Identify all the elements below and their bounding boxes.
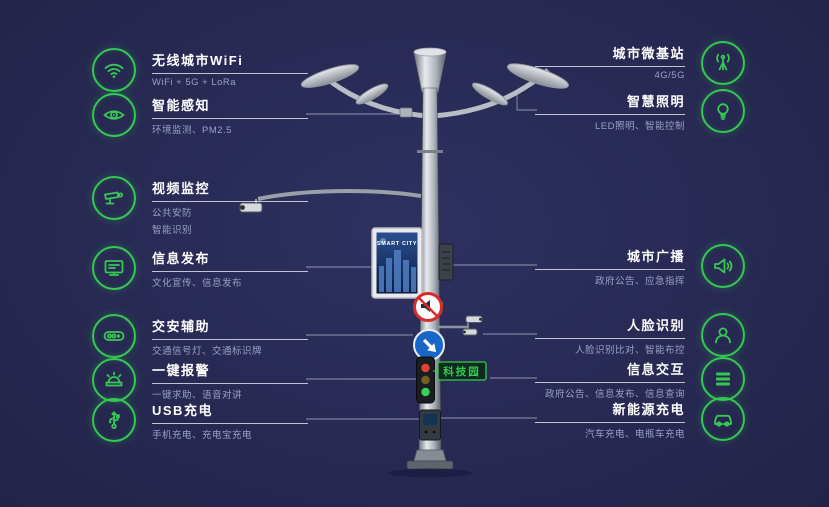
feature-texts: 智能感知环境监测、PM2.5	[152, 95, 308, 136]
tech-park-tag: 科技园	[433, 361, 487, 381]
bulb-icon	[701, 89, 745, 133]
ev-car-icon	[701, 397, 745, 441]
antenna-icon	[701, 41, 745, 85]
screen-title: SMART CITY	[377, 241, 417, 247]
feature-micro-base-station: 城市微基站 4G/5G	[535, 41, 745, 85]
feature-smart-lighting: 智慧照明 LED照明、智能控制	[535, 89, 745, 133]
feature-usb-charging: USB充电手机充电、充电宝充电	[92, 398, 308, 442]
sensor-icon	[92, 93, 136, 137]
cctv-camera	[239, 189, 422, 213]
feature-title: 城市微基站	[535, 43, 685, 67]
feature-subtitle: LED照明、智能控制	[595, 121, 685, 132]
feature-city-broadcast: 城市广播政府公告、应急指挥	[535, 244, 745, 288]
feature-texts: 视频监控公共安防智能识别	[152, 178, 308, 236]
feature-subtitle: 政府公告、信息发布、信息查询	[544, 389, 685, 400]
feature-subtitle-line2: 智能识别	[152, 225, 193, 236]
feature-texts: 城市广播政府公告、应急指挥	[535, 246, 685, 287]
feature-texts: 信息交互政府公告、信息发布、信息查询	[535, 359, 685, 400]
feature-title: 一键报警	[152, 360, 308, 384]
feature-traffic-safety-assist: 交安辅助交通信号灯、交通标识牌	[92, 314, 308, 358]
wifi-icon	[92, 48, 136, 92]
connector-lines	[306, 92, 537, 420]
info-exchange-icon	[701, 357, 745, 401]
feature-texts: 新能源充电汽车充电、电瓶车充电	[535, 399, 685, 440]
info-screen: SMART CITY	[371, 227, 423, 299]
tag-label: 科技园	[443, 365, 481, 378]
feature-texts: 城市微基站 4G/5G	[535, 43, 685, 81]
no-horn-sign	[413, 292, 443, 322]
feature-info-publish: 信息发布文化宣传、信息发布	[92, 246, 308, 290]
feature-face-recognition: 人脸识别人脸识别比对、智能布控	[535, 313, 745, 357]
feature-texts: 交安辅助交通信号灯、交通标识牌	[152, 316, 308, 357]
feature-texts: 人脸识别人脸识别比对、智能布控	[535, 315, 685, 356]
cctv-icon	[92, 176, 136, 220]
feature-title: 新能源充电	[535, 399, 685, 423]
feature-subtitle: WiFi + 5G + LoRa	[152, 77, 237, 88]
usb-charging-panel	[419, 409, 441, 441]
feature-subtitle: 4G/5G	[654, 70, 685, 81]
direction-arrow-sign	[413, 329, 445, 361]
feature-title: 交安辅助	[152, 316, 308, 340]
feature-texts: 一键报警一键求助、语音对讲	[152, 360, 308, 401]
display-icon	[92, 246, 136, 290]
feature-info-interaction: 信息交互政府公告、信息发布、信息查询	[535, 357, 745, 401]
top-luminaire	[413, 47, 447, 93]
feature-subtitle: 交通信号灯、交通标识牌	[152, 346, 263, 357]
face-icon	[701, 313, 745, 357]
feature-subtitle: 一键求助、语音对讲	[152, 390, 243, 401]
feature-title: 信息发布	[152, 248, 308, 272]
feature-texts: 信息发布文化宣传、信息发布	[152, 248, 308, 289]
feature-texts: 智慧照明 LED照明、智能控制	[535, 91, 685, 132]
feature-smart-sensing: 智能感知环境监测、PM2.5	[92, 93, 308, 137]
feature-title: 信息交互	[535, 359, 685, 383]
feature-title: USB充电	[152, 400, 308, 424]
feature-title: 城市广播	[535, 246, 685, 270]
traffic-light	[416, 356, 435, 404]
alarm-icon	[92, 358, 136, 402]
feature-title: 智慧照明	[535, 91, 685, 115]
feature-texts: USB充电手机充电、充电宝充电	[152, 400, 308, 441]
feature-title: 智能感知	[152, 95, 308, 119]
speaker-icon	[701, 244, 745, 288]
dual-surveillance-cameras	[438, 315, 483, 336]
broadcast-speaker-box	[438, 243, 454, 281]
pole-base	[388, 449, 472, 478]
feature-subtitle: 文化宣传、信息发布	[152, 278, 243, 289]
feature-one-key-alarm: 一键报警一键求助、语音对讲	[92, 358, 308, 402]
feature-subtitle: 公共安防	[152, 208, 193, 219]
feature-video-surveillance: 视频监控公共安防智能识别	[92, 176, 308, 236]
feature-subtitle: 人脸识别比对、智能布控	[574, 345, 685, 356]
traffic-signal-icon	[92, 314, 136, 358]
feature-title: 无线城市WiFi	[152, 50, 308, 74]
feature-title: 人脸识别	[535, 315, 685, 339]
feature-subtitle: 汽车充电、电瓶车充电	[584, 429, 685, 440]
feature-subtitle: 环境监测、PM2.5	[152, 125, 232, 136]
feature-ev-charging: 新能源充电汽车充电、电瓶车充电	[535, 397, 745, 441]
usb-icon	[92, 398, 136, 442]
feature-subtitle: 手机充电、充电宝充电	[152, 430, 253, 441]
feature-subtitle: 政府公告、应急指挥	[594, 276, 685, 287]
environment-sensor	[399, 107, 413, 118]
feature-title: 视频监控	[152, 178, 308, 202]
